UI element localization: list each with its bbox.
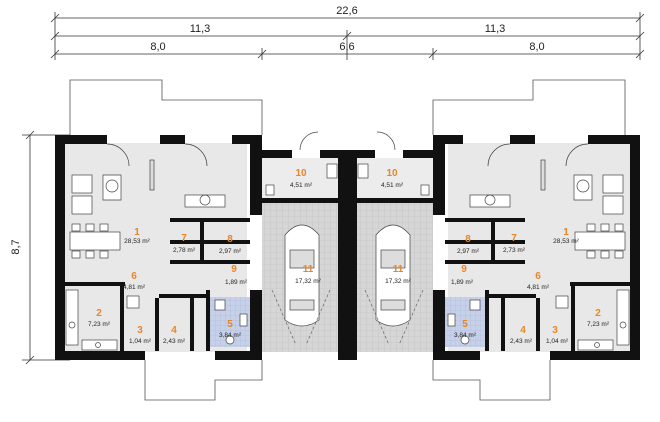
room-number: 8	[465, 234, 471, 245]
dim-seg-right: 8,0	[529, 41, 544, 53]
room-area: 4,81 m²	[123, 284, 146, 291]
room-number: 7	[181, 233, 187, 244]
room-number: 8	[227, 234, 233, 245]
room-number: 2	[96, 308, 102, 319]
room-number: 3	[137, 325, 143, 336]
room-number: 11	[393, 264, 404, 275]
room-area: 2,78 m²	[173, 247, 196, 254]
room-labels-right: 1 28,53 m² 2 7,23 m² 3 1,04 m² 4 2,43 m²…	[381, 168, 610, 345]
room-number: 9	[461, 264, 467, 275]
room-area: 17,32 m²	[295, 278, 321, 285]
room-number: 4	[171, 325, 177, 336]
room-number: 1	[134, 227, 140, 238]
room-number: 6	[535, 271, 541, 282]
room-area: 28,53 m²	[124, 238, 150, 245]
room-area: 28,53 m²	[553, 238, 579, 245]
room-number: 3	[552, 325, 558, 336]
room-number: 11	[303, 264, 314, 275]
room-number: 6	[131, 271, 137, 282]
dim-seg-left: 8,0	[150, 41, 165, 53]
room-labels-left: 1 28,53 m² 2 7,23 m² 3 1,04 m² 4 2,43 m²…	[88, 168, 322, 345]
room-area: 2,43 m²	[510, 338, 533, 345]
room-number: 5	[462, 319, 468, 330]
room-number: 10	[295, 168, 307, 179]
room-number: 10	[386, 168, 398, 179]
room-number: 1	[563, 227, 569, 238]
room-area: 4,51 m²	[290, 182, 313, 189]
dimension-lines	[22, 12, 645, 365]
room-area: 4,81 m²	[527, 284, 550, 291]
room-area: 4,51 m²	[381, 182, 404, 189]
room-number: 7	[511, 233, 517, 244]
dim-seg-mid: 6,6	[339, 41, 354, 53]
room-area: 7,23 m²	[587, 321, 610, 328]
room-area: 1,04 m²	[129, 338, 152, 345]
room-number: 2	[595, 308, 601, 319]
terrace-outlines	[69, 79, 626, 401]
room-area: 1,89 m²	[451, 279, 474, 286]
room-number: 9	[231, 264, 237, 275]
room-area: 1,89 m²	[225, 279, 248, 286]
dim-half-left: 11,3	[190, 23, 211, 35]
room-number: 4	[520, 325, 526, 336]
room-area: 17,32 m²	[385, 278, 411, 285]
room-area: 1,04 m²	[546, 338, 569, 345]
dim-depth: 8,7	[10, 239, 22, 254]
room-area: 7,23 m²	[88, 321, 111, 328]
dim-half-right: 11,3	[485, 23, 506, 35]
room-area: 3,84 m²	[454, 332, 477, 339]
walls	[55, 135, 640, 360]
dim-overall: 22,6	[336, 5, 357, 17]
room-area: 3,84 m²	[219, 332, 242, 339]
room-area: 2,97 m²	[219, 248, 242, 255]
room-area: 2,97 m²	[457, 248, 480, 255]
room-area: 2,43 m²	[163, 338, 186, 345]
furniture	[65, 131, 630, 351]
room-area: 2,73 m²	[503, 247, 526, 254]
room-number: 5	[227, 319, 233, 330]
